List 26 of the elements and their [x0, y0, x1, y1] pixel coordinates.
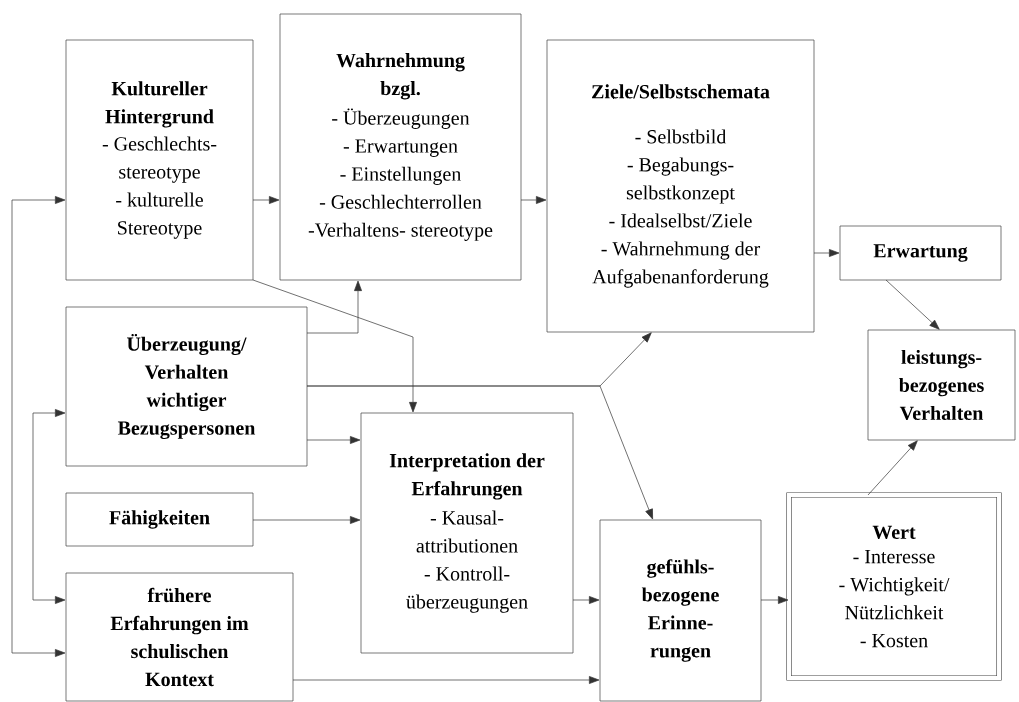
arrow — [813, 249, 840, 257]
arrow — [11, 196, 66, 657]
process-box: leistungs- bezogenes Verhalten — [867, 329, 1016, 441]
arrow — [292, 676, 600, 684]
process-box: Wahrnehmung bzgl. - Überzeugungen - Erwartungen - Einstellungen - Geschlechterrollen -Verhaltens- stereotype — [279, 13, 522, 281]
arrow — [252, 516, 361, 524]
arrow — [885, 279, 940, 330]
arrow — [572, 596, 600, 604]
arrow — [306, 385, 653, 520]
arrow — [520, 196, 547, 204]
arrow — [306, 436, 361, 444]
process-box: Interpretation der Erfahrungen - Kausal- attributionen - Kontroll- überzeugungen — [360, 412, 574, 654]
process-box: Überzeugung/ Verhalten wichtiger Bezugspersonen — [65, 306, 308, 467]
process-box: gefühls- bezogene Erinne- rungen — [599, 519, 762, 702]
arrow — [760, 596, 789, 604]
process-box: frühere Erfahrungen im schulischen Kontext — [65, 572, 294, 702]
process-box: Kultureller Hintergrund - Geschlechts- stereotype - kulturelle Stereotype — [65, 39, 254, 281]
double-box: Wert - Interesse - Wichtigkeit/ Nützlichkeit - Kosten — [786, 492, 1002, 681]
process-box: Ziele/Selbstschemata - Selbstbild - Begabungs- selbstkonzept - Idealselbst/Ziele - Wahrnehmung der Aufgabenanforderung — [546, 39, 815, 333]
arrow — [867, 440, 918, 496]
process-box: Fähigkeiten — [65, 492, 254, 547]
process-box: Erwartung — [839, 225, 1002, 281]
arrow — [306, 280, 362, 334]
arrow — [32, 409, 66, 604]
arrow — [252, 279, 417, 413]
arrow — [252, 196, 280, 204]
